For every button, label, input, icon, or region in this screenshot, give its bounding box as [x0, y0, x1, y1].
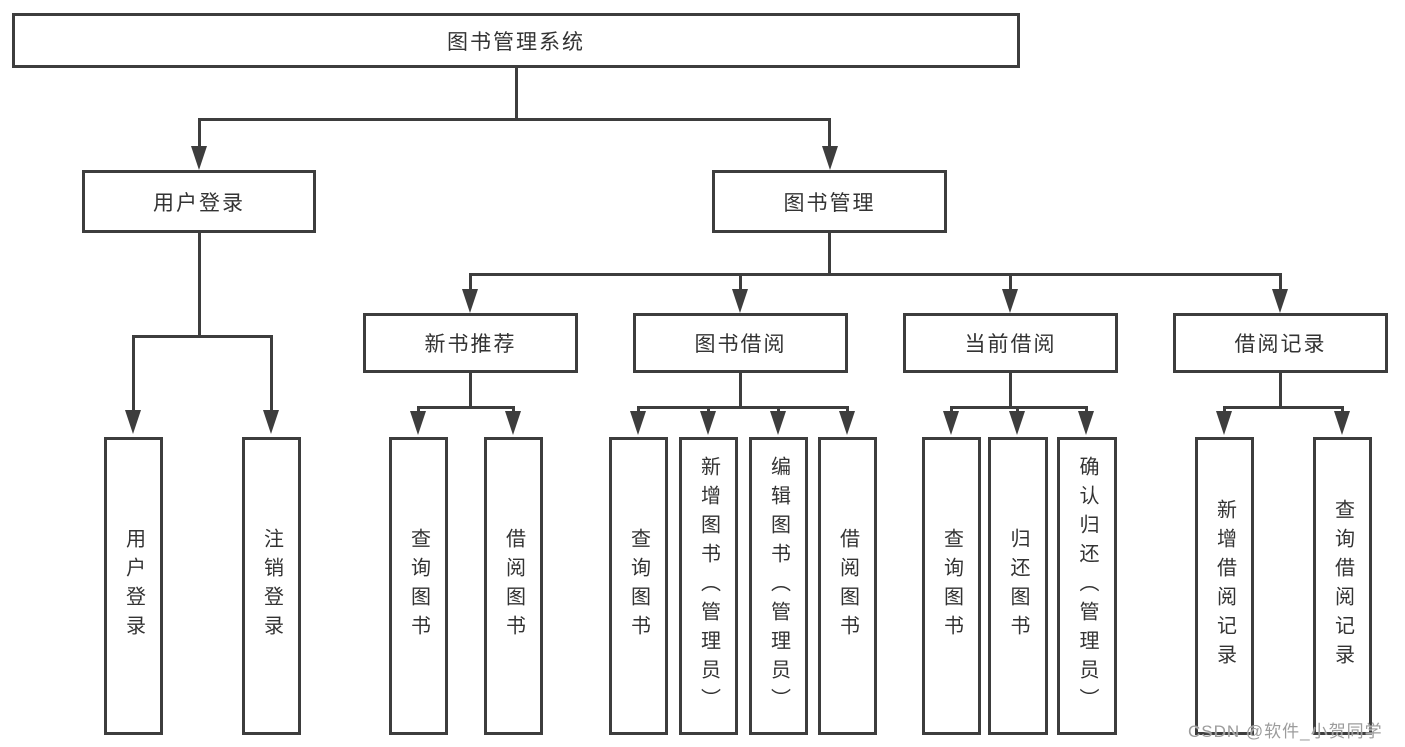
leaf-query-book-1: 查询图书: [389, 437, 448, 735]
leaf-label: 查询图书: [940, 528, 963, 644]
leaf-label: 借阅图书: [502, 528, 525, 644]
leaf-label: 归还图书: [1007, 528, 1029, 644]
connector-line: [1341, 406, 1344, 413]
node-book-borrow: 图书借阅: [633, 313, 848, 373]
connector-line: [1223, 406, 1226, 413]
leaf-label: 查询图书: [627, 528, 650, 644]
connector-line: [512, 406, 515, 413]
leaf-label: 注销登录: [260, 528, 283, 644]
connector-line: [469, 373, 472, 406]
arrow-down-icon: [732, 289, 748, 313]
arrow-down-icon: [700, 411, 716, 435]
csdn-watermark: CSDN @软件_小贺同学: [1188, 722, 1383, 741]
connector-line: [469, 273, 1282, 276]
leaf-label: 用户登录: [122, 528, 145, 644]
leaf-label: 查询图书: [407, 528, 430, 644]
node-root: 图书管理系统: [12, 13, 1020, 68]
connector-line: [417, 406, 420, 413]
connector-line: [739, 373, 742, 406]
connector-line: [707, 406, 710, 413]
leaf-confirm-return-admin: 确认归还（管理员）: [1057, 437, 1117, 735]
connector-line: [417, 406, 515, 409]
leaf-query-book-2: 查询图书: [609, 437, 668, 735]
leaf-add-borrow-record: 新增借阅记录: [1195, 437, 1254, 735]
connector-line: [132, 335, 135, 412]
arrow-down-icon: [1216, 411, 1232, 435]
arrow-down-icon: [1078, 411, 1094, 435]
arrow-down-icon: [1009, 411, 1025, 435]
arrow-down-icon: [410, 411, 426, 435]
leaf-label: 编辑图书（管理员）: [767, 455, 790, 717]
connector-line: [198, 118, 201, 148]
arrow-down-icon: [263, 410, 279, 434]
leaf-add-book-admin: 新增图书（管理员）: [679, 437, 738, 735]
leaf-label: 借阅图书: [836, 528, 859, 644]
leaf-label: 查询借阅记录: [1331, 499, 1354, 673]
leaf-borrow-book-2: 借阅图书: [818, 437, 877, 735]
connector-line: [846, 406, 849, 413]
connector-line: [637, 406, 640, 413]
connector-line: [198, 233, 201, 335]
connector-line: [132, 335, 273, 338]
leaf-user-login: 用户登录: [104, 437, 163, 735]
connector-line: [828, 118, 831, 148]
connector-line: [950, 406, 1088, 409]
arrow-down-icon: [822, 146, 838, 170]
connector-line: [1085, 406, 1088, 413]
node-book-management: 图书管理: [712, 170, 947, 233]
connector-line: [1223, 406, 1344, 409]
connector-line: [198, 118, 831, 121]
arrow-down-icon: [839, 411, 855, 435]
connector-line: [270, 335, 273, 412]
connector-line: [1016, 406, 1019, 413]
connector-line: [469, 273, 472, 291]
connector-line: [1279, 373, 1282, 406]
leaf-label: 确认归还（管理员）: [1076, 455, 1098, 717]
arrow-down-icon: [1334, 411, 1350, 435]
leaf-borrow-book-1: 借阅图书: [484, 437, 543, 735]
node-current-borrow: 当前借阅: [903, 313, 1118, 373]
connector-line: [828, 233, 831, 273]
leaf-return-book: 归还图书: [988, 437, 1048, 735]
node-borrow-records: 借阅记录: [1173, 313, 1388, 373]
arrow-down-icon: [1272, 289, 1288, 313]
arrow-down-icon: [630, 411, 646, 435]
connector-line: [637, 406, 849, 409]
leaf-label: 新增图书（管理员）: [697, 455, 720, 717]
connector-line: [777, 406, 780, 413]
node-user-login: 用户登录: [82, 170, 316, 233]
arrow-down-icon: [770, 411, 786, 435]
connector-line: [739, 273, 742, 291]
connector-line: [1279, 273, 1282, 291]
leaf-query-borrow-record: 查询借阅记录: [1313, 437, 1372, 735]
connector-line: [950, 406, 953, 413]
leaf-edit-book-admin: 编辑图书（管理员）: [749, 437, 808, 735]
arrow-down-icon: [943, 411, 959, 435]
arrow-down-icon: [125, 410, 141, 434]
leaf-label: 新增借阅记录: [1213, 499, 1236, 673]
node-new-book-recommend: 新书推荐: [363, 313, 578, 373]
arrow-down-icon: [462, 289, 478, 313]
leaf-query-book-3: 查询图书: [922, 437, 981, 735]
connector-line: [515, 68, 518, 118]
arrow-down-icon: [1002, 289, 1018, 313]
leaf-logout: 注销登录: [242, 437, 301, 735]
arrow-down-icon: [191, 146, 207, 170]
connector-line: [1009, 373, 1012, 406]
arrow-down-icon: [505, 411, 521, 435]
connector-line: [1009, 273, 1012, 291]
